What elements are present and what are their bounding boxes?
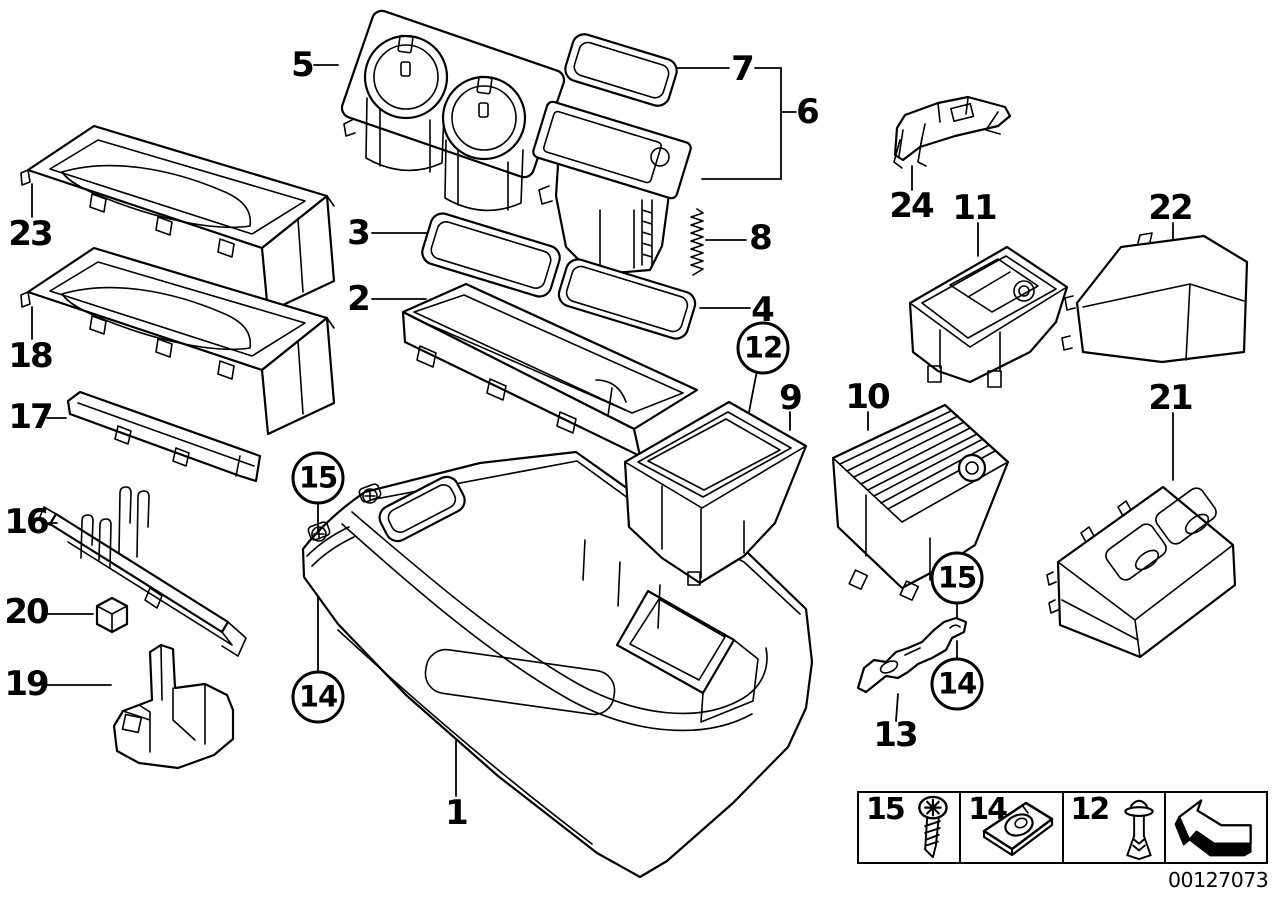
- part-callout: 18: [8, 336, 53, 376]
- part-callout: 21: [1148, 378, 1193, 418]
- part-24-support-bracket-drawing: [893, 95, 1012, 169]
- part-callout-number: 11: [952, 188, 997, 228]
- part-callout: 6: [796, 92, 820, 132]
- part-callout-number: 8: [749, 218, 773, 258]
- screw-icon: [918, 795, 949, 859]
- part-callout-number: 19: [4, 664, 49, 704]
- part-16-carrier-rail-drawing: [38, 486, 247, 657]
- part-callout: 9: [779, 378, 803, 418]
- part-callout-number: 10: [845, 377, 890, 417]
- part-22-cover-drawing: [1061, 232, 1249, 364]
- leader-lines: [31, 64, 1174, 797]
- part-callout: 17: [8, 397, 53, 437]
- direction-arrow-icon: [1174, 799, 1252, 857]
- part-callout: 1: [445, 793, 469, 833]
- part-4-lid-drawing: [557, 258, 697, 340]
- part-callout-number: 15: [298, 460, 338, 495]
- part-callout-number: 6: [796, 92, 820, 132]
- part-3-tray-drawing: [421, 212, 561, 298]
- part-17-strip-drawing: [66, 390, 262, 483]
- part-callout-number: 7: [731, 49, 755, 89]
- part-11-storage-box-drawing: [908, 245, 1069, 388]
- part-20-damper-drawing: [95, 596, 129, 634]
- part-callout: 8: [749, 218, 773, 258]
- fastener-legend: 15 14 12: [857, 791, 1268, 864]
- part-callout: 20: [4, 592, 49, 632]
- part-callout-number: 20: [4, 592, 49, 632]
- part-2-storage-bin-drawing: [401, 282, 699, 458]
- part-callout-number: 14: [298, 679, 338, 714]
- part-callout-number: 4: [751, 290, 775, 330]
- legend-cell-screw: 15: [859, 793, 959, 862]
- part-callout: 14: [291, 670, 345, 724]
- part-callout: 4: [751, 290, 775, 330]
- part-callout-number: 9: [779, 378, 803, 418]
- part-callout-number: 23: [8, 214, 53, 254]
- part-callout: 16: [4, 502, 49, 542]
- part-callout-number: 21: [1148, 378, 1193, 418]
- part-callout: 24: [889, 186, 934, 226]
- legend-cell-speed-nut: 14: [959, 793, 1061, 862]
- part-callout-number: 2: [347, 279, 371, 319]
- part-callout: 19: [4, 664, 49, 704]
- part-callout: 5: [291, 45, 315, 85]
- part-8-spring-drawing: [690, 208, 704, 276]
- part-callout-number: 18: [8, 336, 53, 376]
- part-callout: 2: [347, 279, 371, 319]
- part-callout: 15: [291, 451, 345, 505]
- part-callout: 15: [930, 551, 984, 605]
- part-callout-number: 24: [889, 186, 934, 226]
- legend-number: 15: [866, 792, 906, 827]
- part-callout: 10: [845, 377, 890, 417]
- part-callout: 13: [873, 715, 918, 755]
- image-number: 00127073: [1168, 868, 1269, 892]
- part-callout-number: 17: [8, 397, 53, 437]
- part-callout: 11: [952, 188, 997, 228]
- part-callout: 23: [8, 214, 53, 254]
- part-callout-number: 3: [347, 213, 371, 253]
- part-10-roller-cover-box-drawing: [831, 403, 1010, 602]
- part-19-cover-drawing: [112, 643, 235, 770]
- part-13-retaining-bracket-drawing: [856, 616, 968, 694]
- part-callout: 3: [347, 213, 371, 253]
- part-callout: 12: [736, 321, 790, 375]
- speed-nut-icon: [982, 801, 1053, 857]
- part-callout: 22: [1148, 188, 1193, 228]
- part-9-ashtray-insert-drawing: [623, 400, 808, 586]
- part-callout-number: 1: [445, 793, 469, 833]
- part-5-cup-holder-drawing: [340, 9, 566, 212]
- part-7-insert-tray-drawing: [564, 33, 678, 107]
- part-callout-number: 13: [873, 715, 918, 755]
- part-callout-number: 15: [937, 560, 977, 595]
- part-callout: 7: [731, 49, 755, 89]
- part-callout-number: 5: [291, 45, 315, 85]
- part-callout: 14: [930, 657, 984, 711]
- part-callout-number: 16: [4, 502, 49, 542]
- part-callout-number: 12: [743, 330, 783, 365]
- expanding-rivet-icon: [1124, 799, 1154, 861]
- legend-number: 12: [1070, 792, 1111, 827]
- part-callout-number: 14: [937, 666, 977, 701]
- part-callout-number: 22: [1148, 188, 1193, 228]
- part-6-insert-box-drawing: [532, 100, 692, 275]
- part-21-switch-housing-drawing: [1046, 485, 1237, 659]
- legend-cell-rivet: 12: [1061, 792, 1164, 862]
- legend-cell-arrow: [1163, 793, 1266, 862]
